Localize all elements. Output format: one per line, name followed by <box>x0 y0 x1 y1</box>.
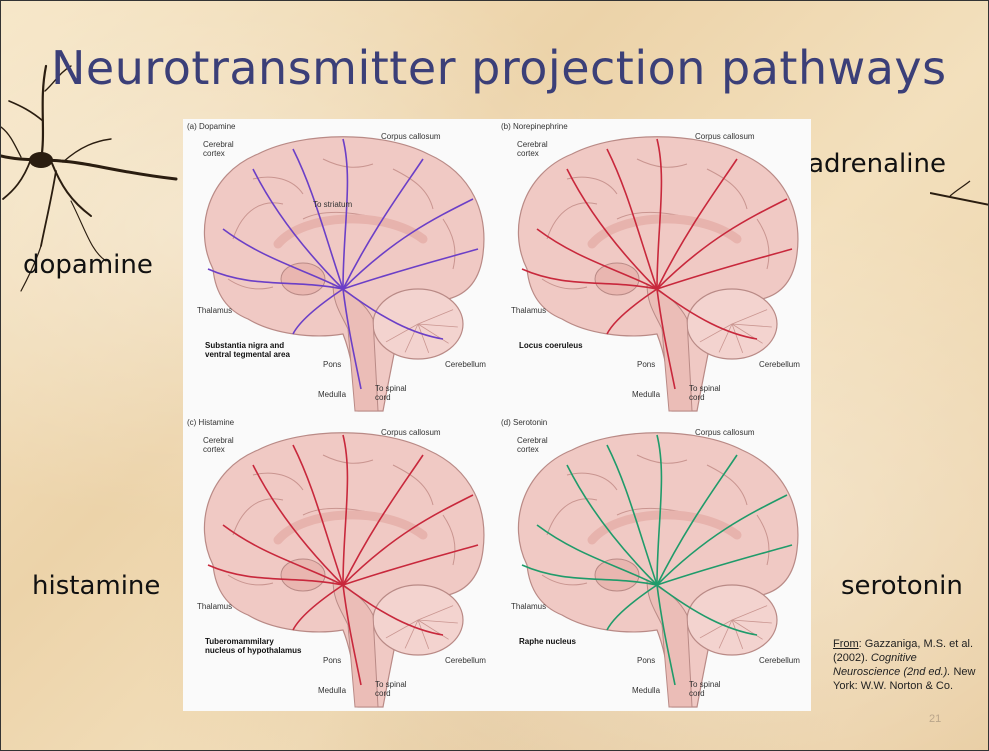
panel-dopamine: (a) DopamineCerebralcortex Corpus callosu… <box>183 119 497 415</box>
panel-label-thalamus: Thalamus <box>197 306 232 315</box>
panel-label-nucleus-1: Locus coeruleus <box>519 341 583 350</box>
panel-label-spinal-1: To spinal <box>689 384 721 393</box>
panel-label-cerebral-cortex-1: Cerebral <box>517 436 548 445</box>
panel-label-spinal-1: To spinal <box>689 680 721 689</box>
brain-outline <box>204 433 483 707</box>
page-number: 21 <box>929 713 941 725</box>
panel-label-corpus-callosum: Corpus callosum <box>695 132 755 141</box>
panel-label-thalamus: Thalamus <box>197 602 232 611</box>
panel-label-spinal-2: cord <box>689 393 705 402</box>
panel-label-nucleus-1: Raphe nucleus <box>519 637 576 646</box>
panel-label-cerebellum: Cerebellum <box>445 360 486 369</box>
slide-title: Neurotransmitter projection pathways <box>51 41 981 95</box>
panel-label-medulla: Medulla <box>318 686 347 695</box>
panel-label-cerebellum: Cerebellum <box>445 656 486 665</box>
panel-label-corpus-callosum: Corpus callosum <box>695 428 755 437</box>
panel-label-medulla: Medulla <box>632 390 661 399</box>
panel-label-pons: Pons <box>323 656 341 665</box>
panel-heading: (a) Dopamine <box>187 122 236 131</box>
panel-label-pons: Pons <box>323 360 341 369</box>
panel-heading: (d) Serotonin <box>501 418 547 427</box>
panel-label-nucleus-2: nucleus of hypothalamus <box>205 646 302 655</box>
panel-serotonin: (d) SerotoninCerebralcortex Corpus callos… <box>497 415 811 711</box>
neuron-axon-illustration <box>930 171 989 231</box>
panel-label-thalamus: Thalamus <box>511 602 546 611</box>
brain-diagram: (c) HistamineCerebralcortex Corpus callos… <box>183 415 497 711</box>
panel-label-cerebral-cortex-2: cortex <box>203 149 225 158</box>
citation: From: Gazzaniga, M.S. et al. (2002). Cog… <box>833 637 983 693</box>
thalamus-shape <box>281 263 325 295</box>
panel-label-spinal-2: cord <box>375 393 391 402</box>
neuron-illustration <box>1 61 201 361</box>
panel-label-spinal-2: cord <box>375 689 391 698</box>
brain-outline <box>518 433 797 707</box>
panel-label-spinal-2: cord <box>689 689 705 698</box>
panel-label-medulla: Medulla <box>632 686 661 695</box>
label-serotonin: serotonin <box>841 571 963 601</box>
brain-outline <box>518 137 797 411</box>
panel-label-extra: To striatum <box>313 200 352 209</box>
panel-label-pons: Pons <box>637 360 655 369</box>
label-histamine: histamine <box>32 571 160 601</box>
panel-label-cerebral-cortex-1: Cerebral <box>203 436 234 445</box>
panel-label-nucleus-1: Tuberomammilary <box>205 637 274 646</box>
panel-heading: (c) Histamine <box>187 418 235 427</box>
brain-outline <box>204 137 483 411</box>
thalamus-shape <box>595 263 639 295</box>
brain-diagram: (a) DopamineCerebralcortex Corpus callosu… <box>183 119 497 415</box>
panel-label-spinal-1: To spinal <box>375 384 407 393</box>
panel-label-spinal-1: To spinal <box>375 680 407 689</box>
thalamus-shape <box>595 559 639 591</box>
panel-label-cerebral-cortex-2: cortex <box>517 149 539 158</box>
panel-label-corpus-callosum: Corpus callosum <box>381 132 441 141</box>
panel-label-cerebral-cortex-1: Cerebral <box>517 140 548 149</box>
panel-label-cerebellum: Cerebellum <box>759 360 800 369</box>
panel-label-corpus-callosum: Corpus callosum <box>381 428 441 437</box>
panel-label-cerebral-cortex-2: cortex <box>203 445 225 454</box>
panel-label-cerebellum: Cerebellum <box>759 656 800 665</box>
panel-norepinephrine: (b) NorepinephrineCerebralcortex Corpus c… <box>497 119 811 415</box>
panel-label-pons: Pons <box>637 656 655 665</box>
thalamus-shape <box>281 559 325 591</box>
panel-label-nucleus-2: ventral tegmental area <box>205 350 290 359</box>
panel-label-medulla: Medulla <box>318 390 347 399</box>
panel-label-nucleus-1: Substantia nigra and <box>205 341 284 350</box>
panel-label-cerebral-cortex-2: cortex <box>517 445 539 454</box>
panel-label-thalamus: Thalamus <box>511 306 546 315</box>
panel-label-cerebral-cortex-1: Cerebral <box>203 140 234 149</box>
panel-heading: (b) Norepinephrine <box>501 122 568 131</box>
citation-from: From <box>833 638 859 650</box>
label-dopamine: dopamine <box>23 250 153 280</box>
